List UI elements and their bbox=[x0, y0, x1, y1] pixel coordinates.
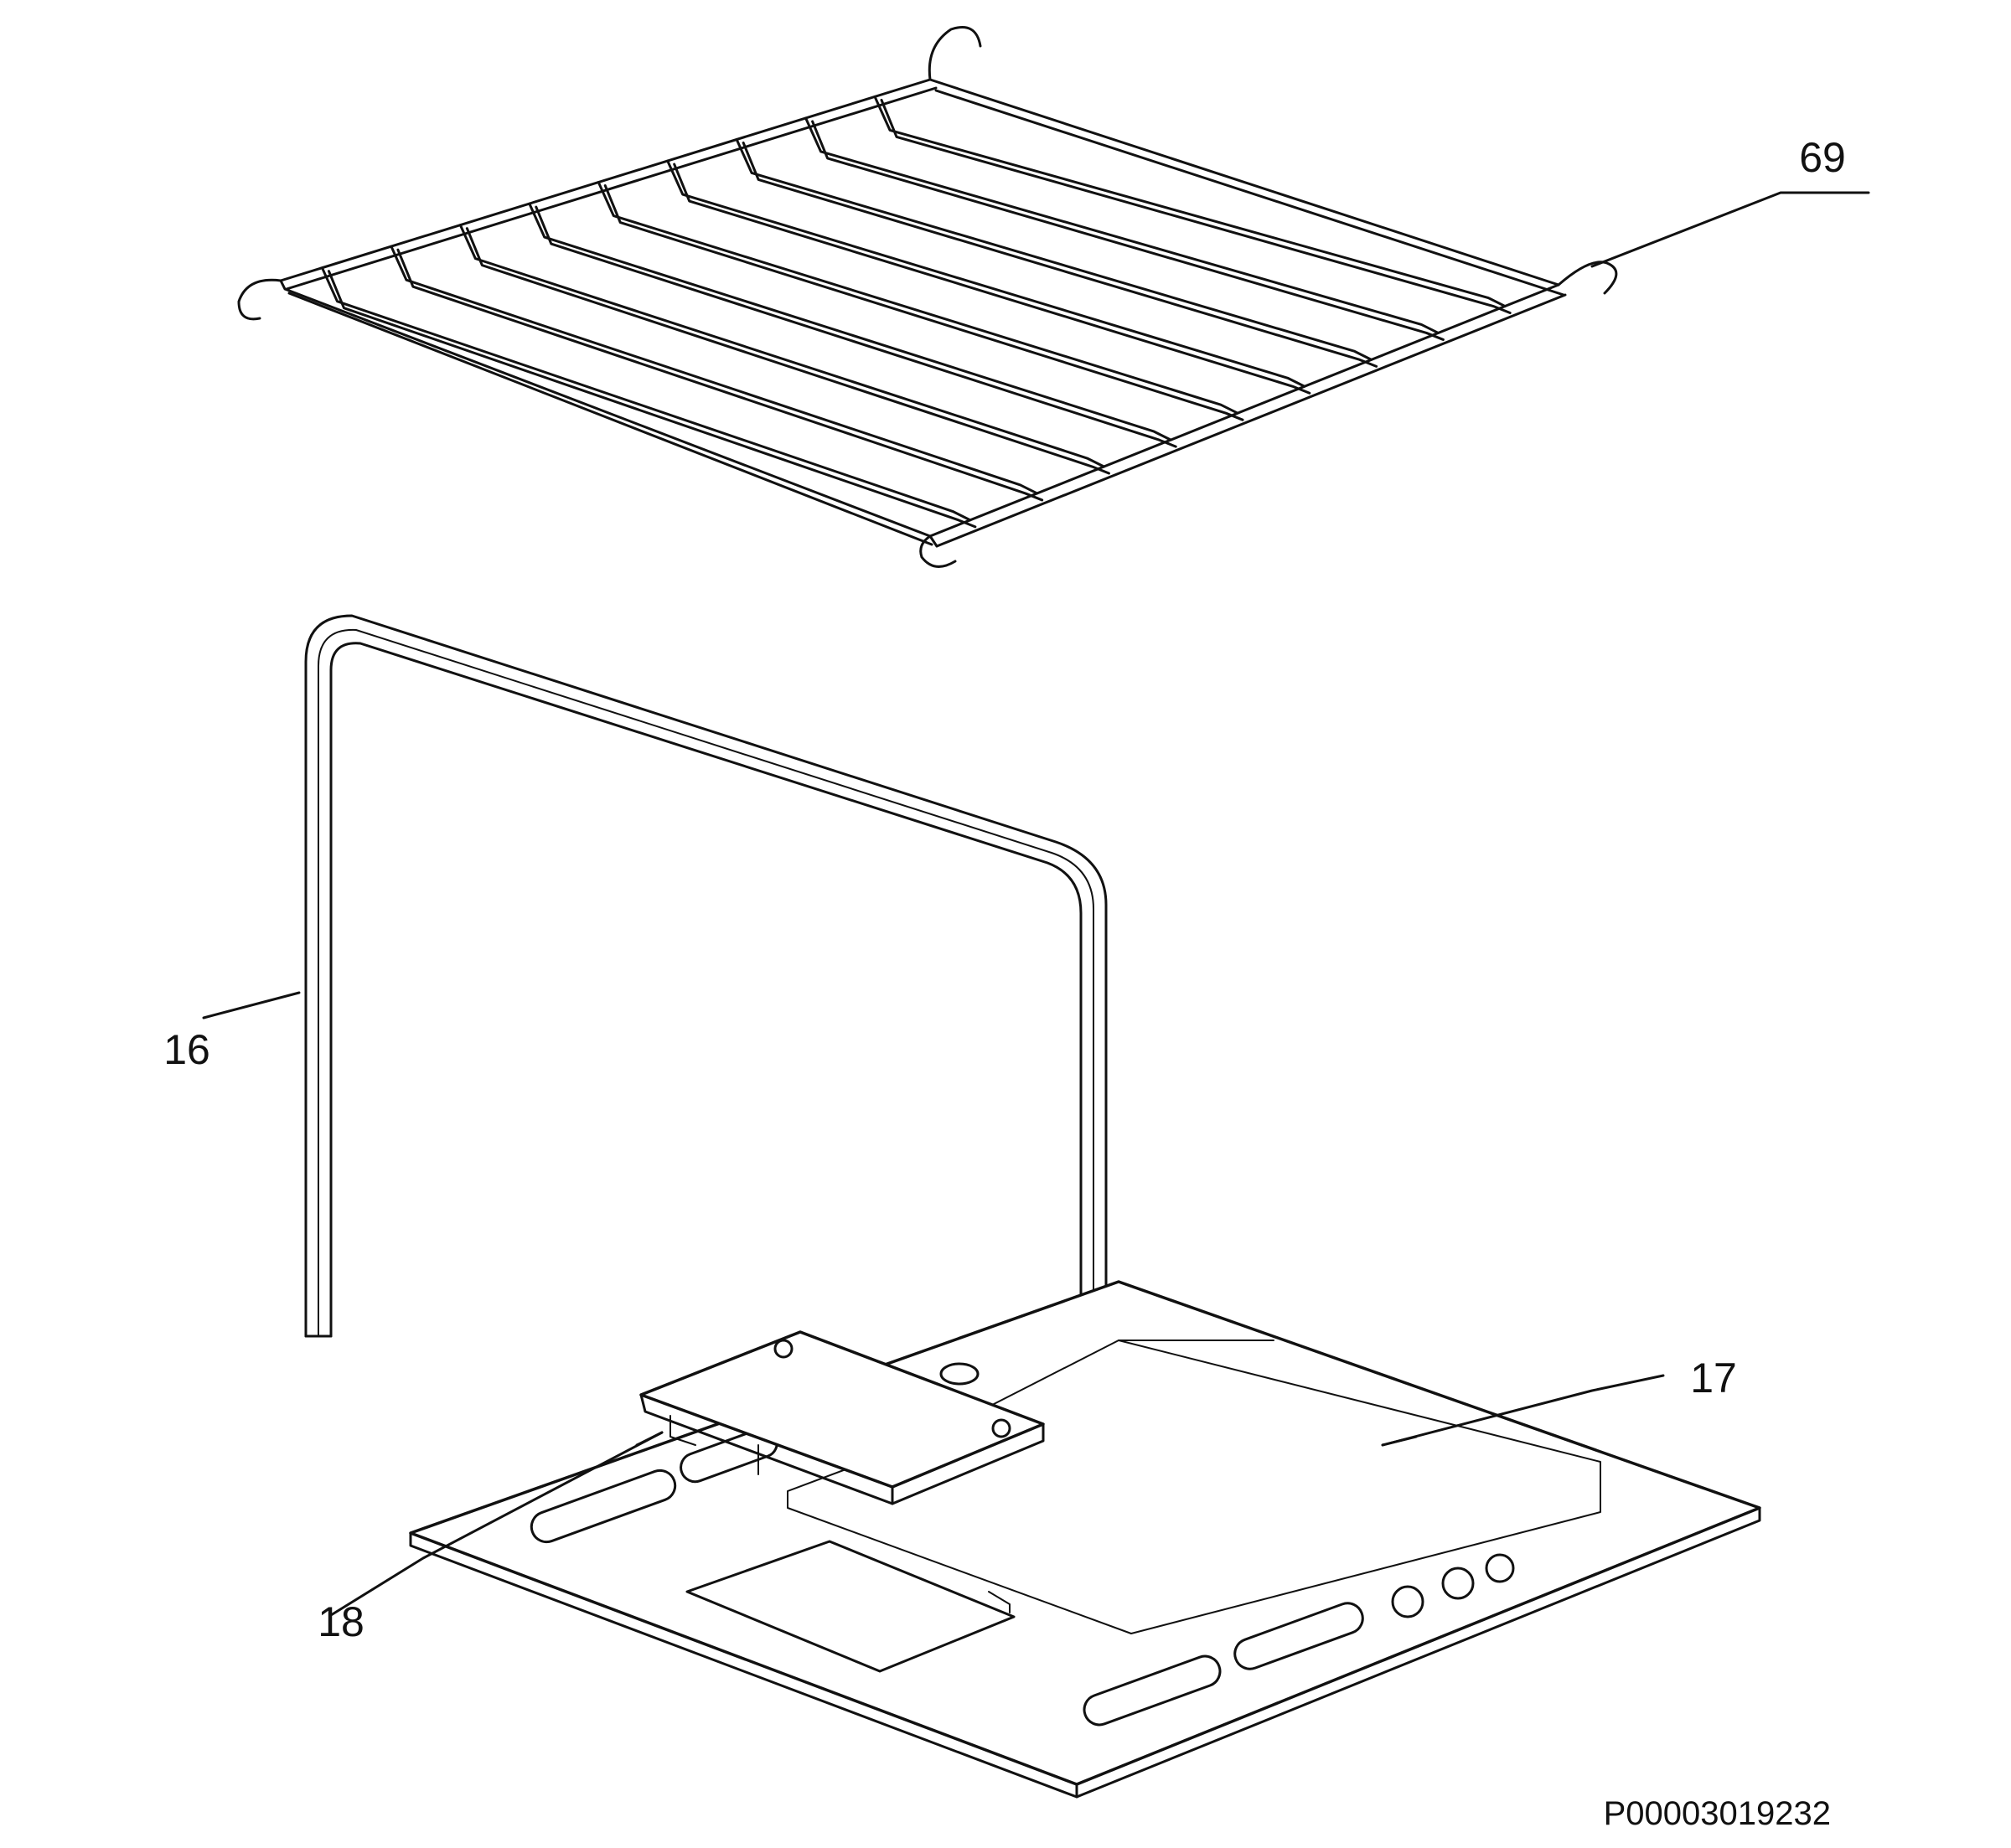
base-plate-part bbox=[409, 1280, 1761, 1799]
rack-wire bbox=[666, 159, 1306, 388]
callout-label-17: 17 bbox=[1690, 1355, 1737, 1401]
callout-label-16: 16 bbox=[163, 1026, 210, 1073]
rack-wire bbox=[320, 266, 972, 522]
rack-wire bbox=[528, 202, 1172, 441]
leader-lines bbox=[202, 191, 1870, 1617]
rack-wire bbox=[873, 95, 1507, 308]
rack-wire bbox=[742, 141, 1378, 368]
callout-label-18: 18 bbox=[318, 1598, 364, 1645]
rack-wire bbox=[880, 98, 1512, 315]
rack-wire bbox=[465, 227, 1110, 475]
drawing-code: P00003019232 bbox=[1604, 1795, 1831, 1832]
bracket-part bbox=[639, 1330, 1045, 1505]
rack-wire bbox=[396, 248, 1044, 502]
rack-wire bbox=[597, 181, 1239, 415]
rack-wire bbox=[603, 184, 1244, 421]
rack-wire bbox=[735, 137, 1373, 361]
rack-wire bbox=[811, 120, 1445, 341]
rack-wire bbox=[673, 163, 1311, 395]
rack-wire bbox=[458, 224, 1105, 468]
callout-label-69: 69 bbox=[1799, 134, 1846, 181]
rack-wire bbox=[535, 205, 1177, 448]
wire-rack-part bbox=[237, 26, 1618, 568]
rack-wire bbox=[327, 270, 977, 529]
rack-wire bbox=[804, 116, 1440, 334]
rack-wires bbox=[320, 95, 1512, 529]
rack-wire bbox=[390, 245, 1039, 495]
